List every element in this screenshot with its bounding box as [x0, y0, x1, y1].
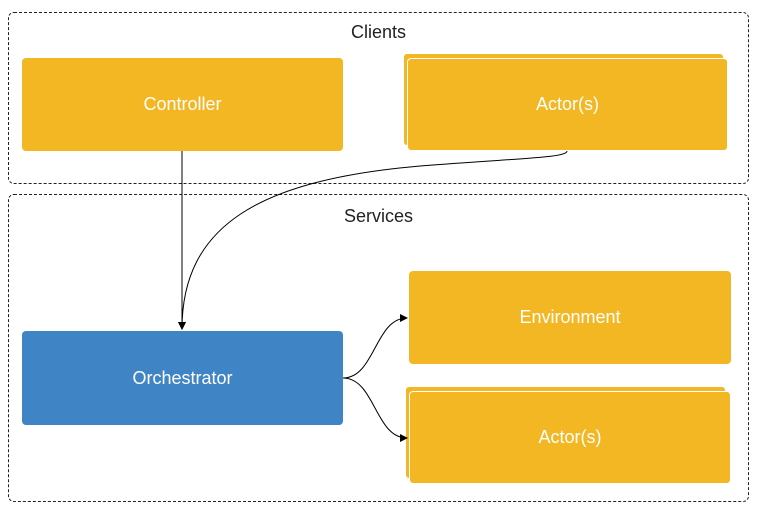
- service-actors-box[interactable]: Actor(s): [409, 391, 731, 484]
- orchestrator-box[interactable]: Orchestrator: [22, 331, 343, 425]
- orchestrator-label: Orchestrator: [132, 367, 233, 388]
- client-actors-label: Actor(s): [536, 94, 599, 114]
- services-group-title: Services: [343, 206, 414, 226]
- controller-box[interactable]: Controller: [22, 58, 343, 151]
- clients-group-title: Clients: [350, 22, 407, 42]
- environment-box[interactable]: Environment: [409, 271, 731, 364]
- client-actors-box[interactable]: Actor(s): [407, 58, 728, 151]
- controller-label: Controller: [143, 94, 222, 114]
- service-actors-label: Actor(s): [538, 427, 602, 447]
- environment-label: Environment: [519, 307, 621, 327]
